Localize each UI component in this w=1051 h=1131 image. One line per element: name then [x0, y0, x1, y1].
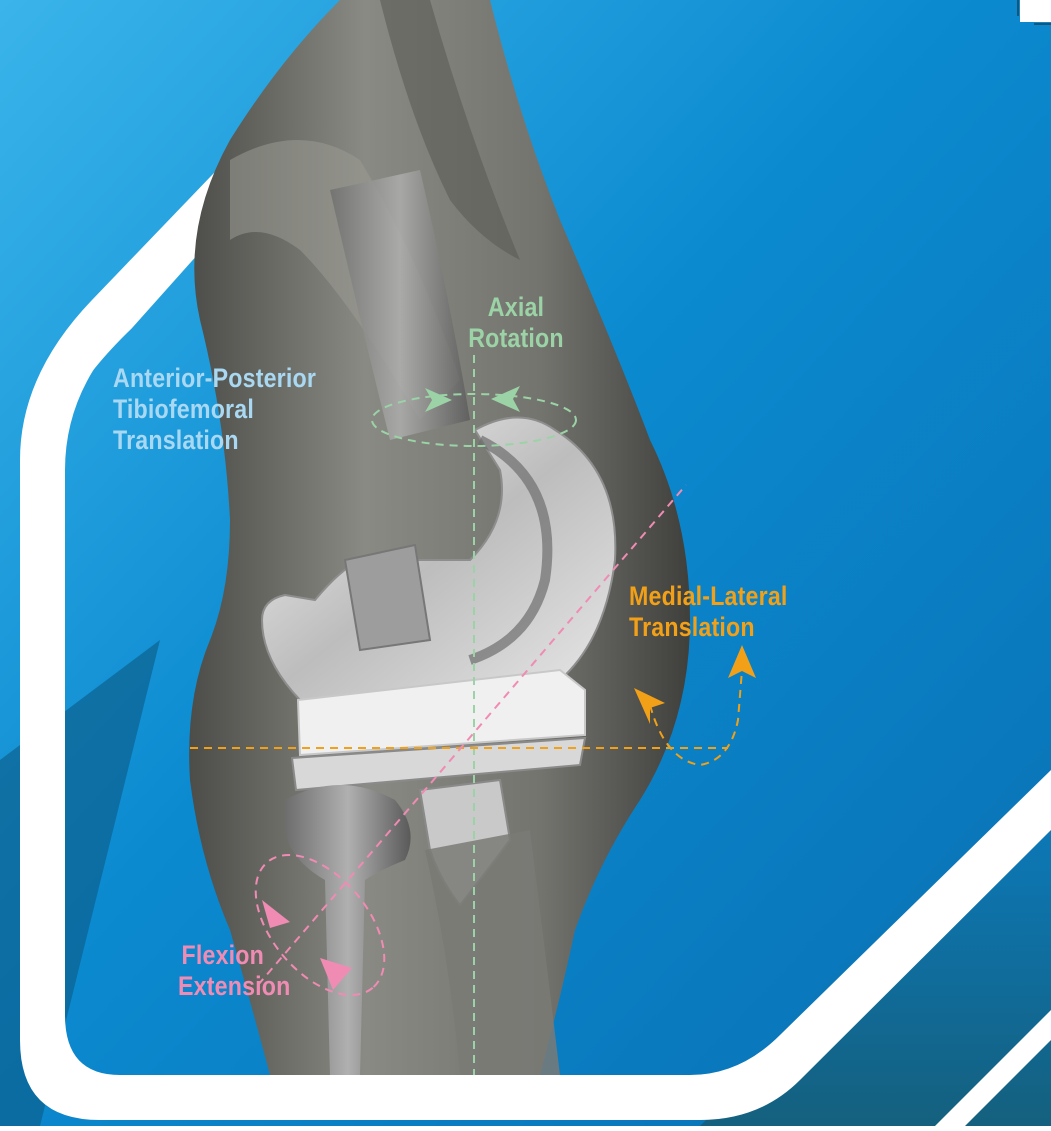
label-axial-rotation: Axial Rotation [456, 292, 576, 354]
label-line: Axial [456, 292, 576, 323]
label-flexion-extension: Flexion Extension [178, 940, 264, 1002]
label-line: Flexion [178, 940, 264, 971]
label-medial-lateral: Medial-Lateral Translation [629, 581, 788, 643]
label-anterior-posterior: Anterior-Posterior Tibiofemoral Translat… [113, 363, 316, 456]
label-line: Medial-Lateral [629, 581, 788, 612]
label-line: Translation [629, 612, 788, 643]
label-line: Extension [178, 971, 264, 1002]
label-line: Tibiofemoral [113, 394, 316, 425]
label-line: Translation [113, 425, 316, 456]
label-line: Anterior-Posterior [113, 363, 316, 394]
top-right-corner [1020, 0, 1051, 22]
label-line: Rotation [456, 323, 576, 354]
femoral-box [345, 545, 430, 650]
